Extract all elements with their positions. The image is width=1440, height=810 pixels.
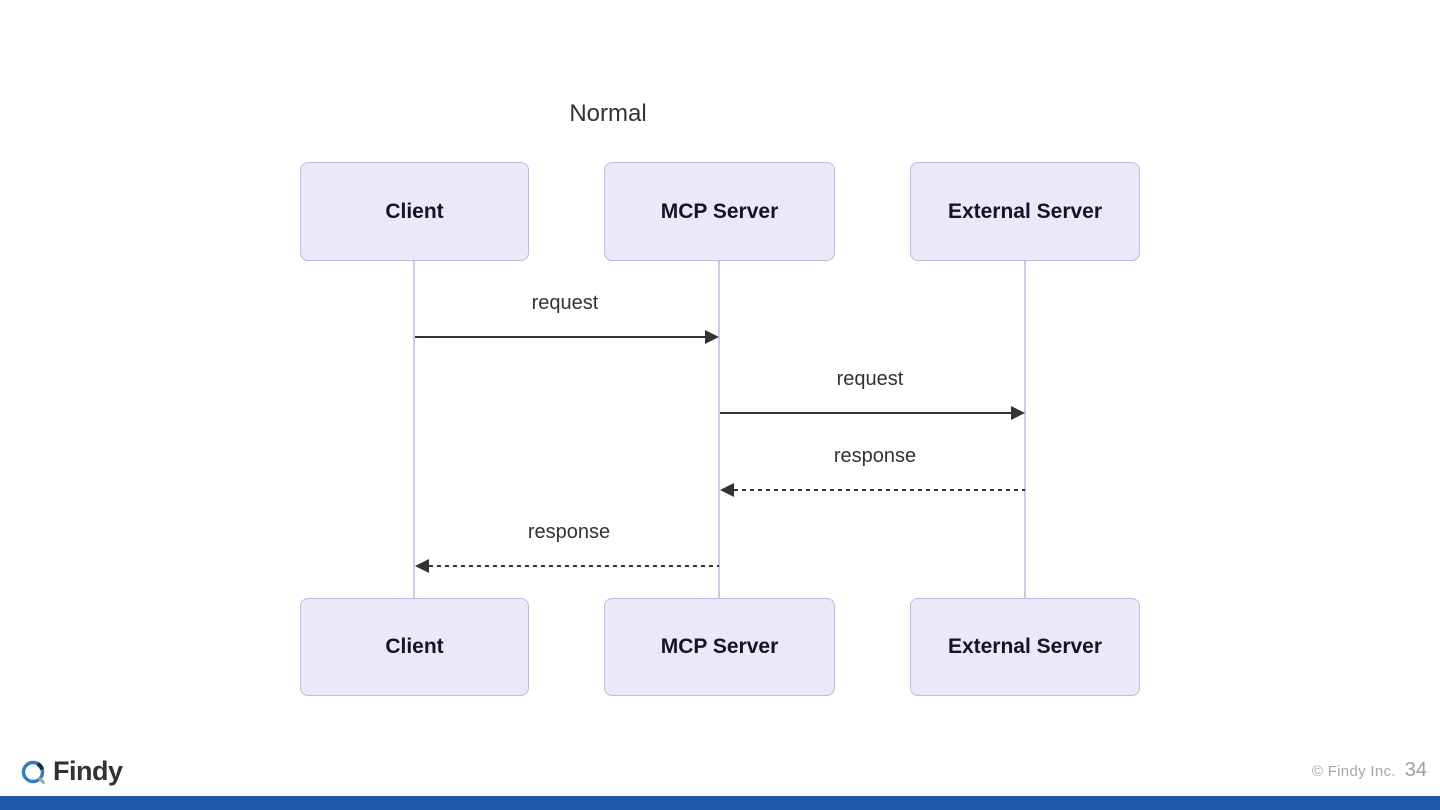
actor-box-mcp-server-bottom: MCP Server bbox=[604, 598, 835, 696]
lifeline-mcp-server bbox=[718, 261, 720, 598]
message-line-response-1 bbox=[734, 489, 1025, 491]
message-line-request-1 bbox=[415, 336, 707, 338]
actor-label: External Server bbox=[947, 635, 1103, 658]
message-label-request-1: request bbox=[531, 292, 599, 314]
actor-label: MCP Server bbox=[660, 635, 779, 658]
findy-logo: Findy bbox=[20, 756, 123, 787]
message-label-response-1: response bbox=[833, 445, 917, 467]
arrowhead-left-icon bbox=[720, 483, 734, 497]
lifeline-external-server bbox=[1024, 261, 1026, 598]
actor-box-client-top: Client bbox=[300, 162, 529, 261]
actor-label: Client bbox=[385, 635, 444, 658]
actor-label: MCP Server bbox=[660, 199, 779, 223]
arrowhead-right-icon bbox=[705, 330, 719, 344]
findy-logo-text: Findy bbox=[53, 756, 123, 786]
copyright-text: © Findy Inc. bbox=[1311, 763, 1396, 780]
message-label-response-2: response bbox=[527, 521, 611, 543]
arrowhead-right-icon bbox=[1011, 406, 1025, 420]
message-line-response-2 bbox=[429, 565, 719, 567]
actor-label: Client bbox=[385, 199, 444, 223]
findy-logo-icon bbox=[21, 760, 45, 784]
actor-label: External Server bbox=[947, 199, 1103, 223]
message-label-request-2: request bbox=[836, 368, 904, 390]
actor-box-client-bottom: Client bbox=[300, 598, 529, 696]
bottom-accent-bar bbox=[0, 796, 1440, 810]
actor-box-external-server-top: External Server bbox=[910, 162, 1140, 261]
actor-box-external-server-bottom: External Server bbox=[910, 598, 1140, 696]
diagram-title: Normal bbox=[569, 100, 647, 127]
page-number: 34 bbox=[1404, 759, 1427, 781]
message-line-request-2 bbox=[720, 412, 1013, 414]
actor-box-mcp-server-top: MCP Server bbox=[604, 162, 835, 261]
lifeline-client bbox=[413, 261, 415, 598]
footer-right: © Findy Inc. 34 bbox=[1312, 759, 1427, 782]
arrowhead-left-icon bbox=[415, 559, 429, 573]
